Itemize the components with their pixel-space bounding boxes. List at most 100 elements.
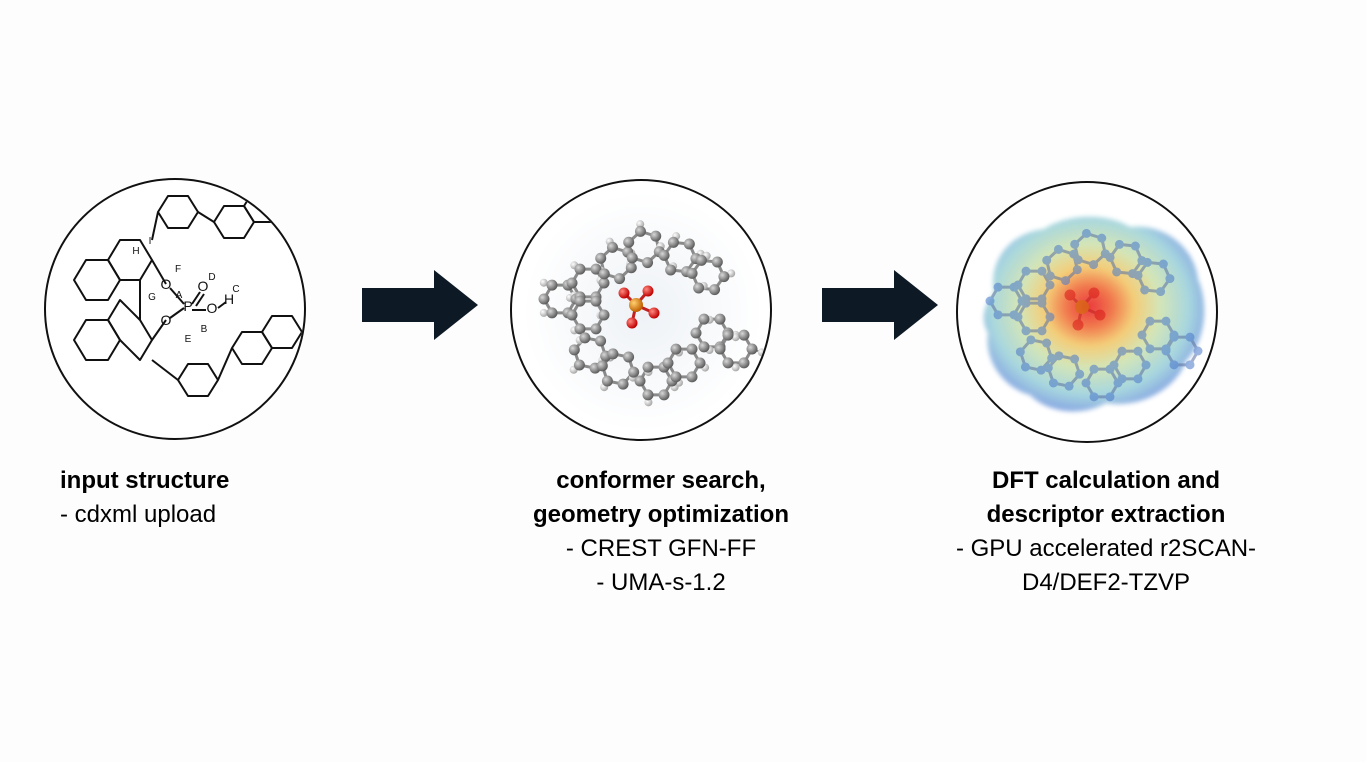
- site-label-e: E: [185, 334, 192, 345]
- carbon-atom: [1026, 335, 1036, 345]
- site-label-i: I: [149, 236, 152, 247]
- surface-molecule-atoms: [985, 228, 1203, 402]
- carbon-atom: [1089, 260, 1099, 270]
- carbon-atom: [574, 263, 586, 275]
- oxygen-atom: [618, 287, 630, 299]
- carbon-atom: [1105, 392, 1115, 402]
- right-arrow-icon: [822, 270, 938, 340]
- carbon-atom: [1193, 346, 1203, 356]
- phosphorus-atom: [1075, 300, 1089, 314]
- ring-upper-naph-b: [243, 189, 285, 223]
- carbon-atom: [1142, 257, 1152, 267]
- step-detail: - UMA-s-1.2: [596, 569, 726, 596]
- input-structure-circle: O P O O H O A B C D E F G H I: [44, 178, 306, 440]
- carbon-atom: [1161, 316, 1171, 326]
- conformer-model-circle: [510, 179, 772, 441]
- carbon-atom: [566, 309, 578, 321]
- carbon-atom: [628, 366, 640, 378]
- step-title-line: geometry optimization: [532, 501, 790, 528]
- carbon-atom: [746, 343, 758, 355]
- carbon-atom: [546, 279, 558, 291]
- step-detail: D4/DEF2-TZVP: [1021, 569, 1191, 596]
- carbon-atom: [1133, 374, 1143, 384]
- ring-upper-phenyl: [157, 195, 199, 229]
- site-label-b: B: [201, 324, 208, 335]
- oxygen-atom: [648, 307, 660, 319]
- hydrogen-atom: [731, 363, 740, 372]
- carbon-atom: [1073, 255, 1083, 265]
- carbon-atom: [714, 313, 726, 325]
- carbon-atom: [595, 335, 607, 347]
- site-label-d: D: [208, 272, 215, 283]
- carbon-atom: [1037, 298, 1047, 308]
- carbon-atom: [1133, 270, 1143, 280]
- site-label-c: C: [232, 284, 239, 295]
- carbon-atom: [1185, 332, 1195, 342]
- carbon-atom: [714, 343, 726, 355]
- right-arrow-icon: [362, 270, 478, 340]
- step-title-line: DFT calculation and: [991, 467, 1221, 494]
- carbon-atom: [1042, 338, 1052, 348]
- hydrogen-atom: [731, 333, 740, 342]
- atom-o-double: O: [198, 278, 209, 294]
- step-caption-dft: DFT calculation and descriptor extractio…: [916, 464, 1296, 600]
- carbon-atom: [1013, 280, 1023, 290]
- carbon-atom: [546, 307, 558, 319]
- carbon-atom: [1097, 233, 1107, 243]
- carbon-atom: [683, 238, 695, 250]
- carbon-atom: [993, 282, 1003, 292]
- carbon-atom: [1013, 312, 1023, 322]
- carbon-atom: [574, 295, 586, 307]
- hydrogen-atom: [636, 220, 645, 229]
- atom-o-lower: O: [161, 312, 172, 328]
- carbon-atom: [1161, 346, 1171, 356]
- hydrogen-atom: [539, 308, 548, 317]
- carbon-atom: [606, 241, 618, 253]
- carbon-atom: [1156, 287, 1166, 297]
- carbon-atom: [1117, 346, 1127, 356]
- oxygen-atom: [1064, 289, 1076, 301]
- carbon-atom: [693, 282, 705, 294]
- carbon-atom: [1075, 369, 1085, 379]
- carbon-atom: [1089, 364, 1099, 374]
- carbon-atom: [1045, 280, 1055, 290]
- carbon-atom: [667, 236, 679, 248]
- carbon-atom: [1169, 332, 1179, 342]
- carbon-atom: [1047, 353, 1057, 363]
- carbon-atom: [1048, 378, 1058, 388]
- carbon-atom: [1072, 265, 1082, 275]
- step-detail: - GPU accelerated r2SCAN-: [955, 535, 1257, 562]
- ring-lower-left-outer: [73, 319, 121, 361]
- carbon-atom: [617, 378, 629, 390]
- carbon-atom: [738, 357, 750, 369]
- carbon-atom: [722, 357, 734, 369]
- carbon-atom: [566, 277, 578, 289]
- carbon-atom: [722, 329, 734, 341]
- carbon-atom: [670, 343, 682, 355]
- oxygen-atom: [642, 285, 654, 297]
- carbon-atom: [1105, 252, 1115, 262]
- carbon-atom: [658, 249, 670, 261]
- carbon-atom: [1042, 255, 1052, 265]
- carbon-atom: [634, 375, 646, 387]
- carbon-atom: [1169, 360, 1179, 370]
- carbon-atom: [985, 296, 995, 306]
- ring-lower-naph-b: [261, 315, 303, 349]
- carbon-atom: [1081, 378, 1091, 388]
- hydrogen-atom: [757, 348, 766, 357]
- ring-lower-left-inner: [107, 299, 153, 361]
- ring-upper-left-outer: [73, 259, 121, 301]
- carbon-atom: [1045, 271, 1055, 281]
- carbon-atom: [1015, 347, 1025, 357]
- carbon-atom: [1021, 266, 1031, 276]
- carbon-atom: [1037, 266, 1047, 276]
- carbon-atom: [1145, 344, 1155, 354]
- carbon-atom: [662, 357, 674, 369]
- carbon-atom: [634, 225, 646, 237]
- carbon-atom: [642, 389, 654, 401]
- carbon-atom: [1185, 360, 1195, 370]
- carbon-atom: [1054, 351, 1064, 361]
- carbon-atom: [1165, 274, 1175, 284]
- ring-lower-phenyl: [177, 363, 219, 397]
- carbon-atom: [623, 236, 635, 248]
